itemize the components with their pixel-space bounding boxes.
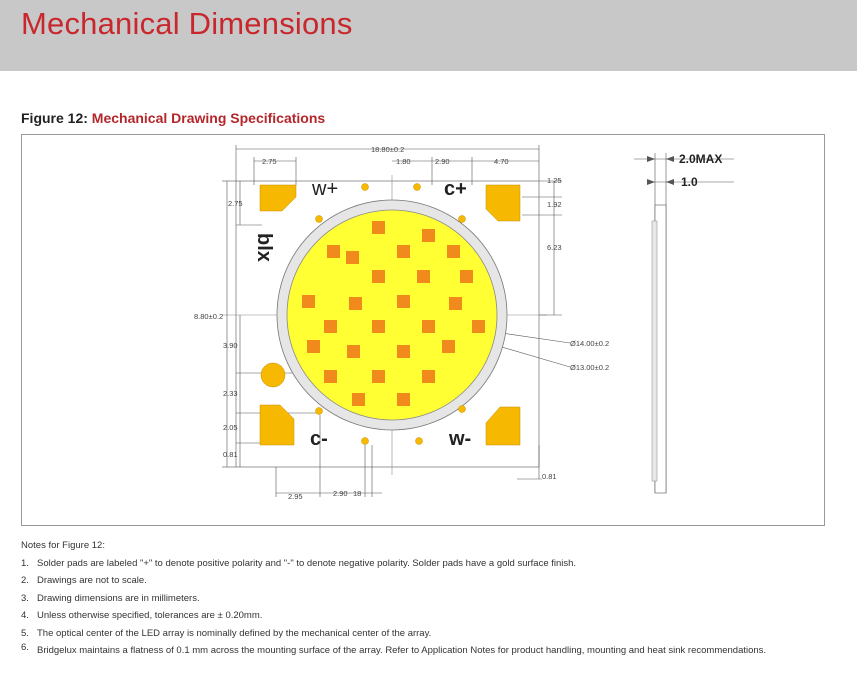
pad-c-minus: [259, 404, 295, 446]
dim-dia-14: Ø14.00±0.2: [570, 339, 609, 348]
notes-list: 1. Solder pads are labeled "+" to denote …: [21, 555, 831, 658]
note-number: 3.: [21, 592, 29, 604]
note-number: 4.: [21, 610, 29, 621]
figure-caption: Figure 12: Mechanical Drawing Specificat…: [21, 110, 325, 126]
note-item: 6. Bridgelux maintains a flatness of 0.1 …: [21, 642, 831, 657]
figure-notes: Notes for Figure 12: 1. Solder pads are l…: [21, 537, 831, 657]
dim-3-90: 3.90: [223, 341, 238, 350]
dim-side-max: 2.0MAX: [679, 152, 722, 166]
dim-18: 18: [353, 489, 361, 498]
dim-1-25: 1.25: [547, 176, 562, 185]
dim-right-0-81: 0.81: [542, 472, 557, 481]
note-number: 6.: [21, 642, 29, 653]
dim-6-23: 6.23: [547, 243, 562, 252]
pad-c-plus: [485, 184, 521, 222]
label-blx: blx: [253, 233, 275, 262]
dim-1-92: 1.92: [547, 200, 562, 209]
led-chip-array: [302, 221, 485, 406]
figure-name: Mechanical Drawing Specifications: [91, 110, 326, 126]
dim-side-1-0: 1.0: [681, 175, 698, 189]
note-number: 5.: [21, 627, 29, 639]
note-number: 2.: [21, 575, 29, 586]
fiducial-circle: [260, 362, 286, 388]
mechanical-drawing: w+ c+ c- w- blx 18.80±0.2 2.75 1.80 2.90…: [21, 134, 825, 526]
note-item: 2. Drawings are not to scale.: [21, 572, 831, 590]
note-item: 4. Unless otherwise specified, tolerances…: [21, 607, 831, 625]
side-view-lens: [651, 220, 658, 482]
note-text: Drawing dimensions are in millimeters.: [37, 592, 200, 604]
page-title: Mechanical Dimensions: [21, 6, 353, 41]
page-header: Mechanical Dimensions: [0, 0, 857, 71]
pad-w-minus: [485, 406, 521, 446]
dim-4-70: 4.70: [494, 157, 509, 166]
dim-1-80: 1.80: [396, 157, 411, 166]
dim-0-81: 0.81: [223, 450, 238, 459]
dim-2-95: 2.95: [288, 492, 303, 501]
dim-dia-13: Ø13.00±0.2: [570, 363, 609, 372]
les-yellow-area: [286, 209, 498, 421]
note-item: 3. Drawing dimensions are in millimeters.: [21, 590, 831, 608]
note-number: 1.: [21, 557, 29, 569]
note-item: 5. The optical center of the LED array is…: [21, 625, 831, 643]
note-text: Drawings are not to scale.: [37, 575, 147, 586]
label-w-plus: w+: [311, 178, 338, 200]
note-text: Solder pads are labeled "+" to denote po…: [37, 557, 577, 569]
label-c-plus: c+: [444, 178, 467, 200]
pad-w-plus: [259, 184, 297, 212]
label-w-minus: w-: [448, 428, 471, 450]
dim-height-total: 8.80±0.2: [194, 312, 223, 321]
dim-2-75: 2.75: [262, 157, 277, 166]
dim-2-90: 2.90: [435, 157, 450, 166]
figure-label: Figure 12:: [21, 110, 88, 126]
note-text: Unless otherwise specified, tolerances a…: [37, 610, 263, 621]
dim-2-33: 2.33: [223, 389, 238, 398]
dim-2-90b: 2.90: [333, 489, 348, 498]
dim-width-total: 18.80±0.2: [371, 145, 404, 154]
note-item: 1. Solder pads are labeled "+" to denote …: [21, 555, 831, 573]
dim-v-2-75: 2.75: [228, 199, 243, 208]
note-text: The optical center of the LED array is n…: [37, 627, 432, 639]
note-text: Bridgelux maintains a flatness of 0.1 mm…: [37, 645, 767, 656]
label-c-minus: c-: [310, 428, 328, 450]
drawing-svg: w+ c+ c- w- blx 18.80±0.2 2.75 1.80 2.90…: [194, 145, 734, 501]
substrate-outline: [235, 180, 540, 468]
notes-title: Notes for Figure 12:: [21, 540, 105, 551]
dim-2-05: 2.05: [223, 423, 238, 432]
